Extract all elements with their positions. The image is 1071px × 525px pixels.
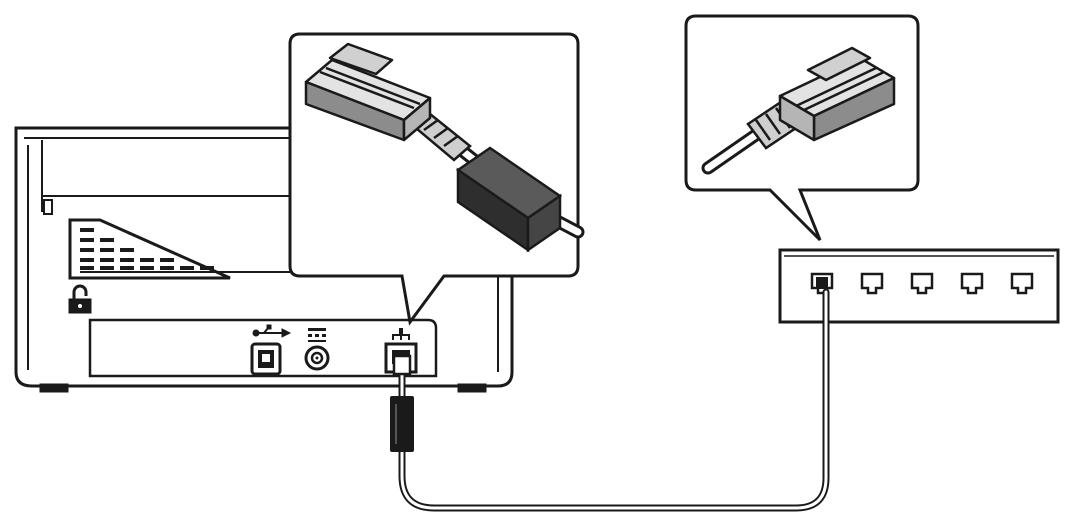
cable-ferrite-core bbox=[390, 396, 414, 452]
ferrite-core-icon bbox=[455, 146, 563, 253]
rj45-plug-icon-2 bbox=[778, 46, 896, 142]
dc-power-icon bbox=[308, 328, 326, 342]
usb-icon bbox=[252, 324, 292, 338]
scanner-foot-left bbox=[39, 383, 69, 393]
connected-plug bbox=[816, 277, 828, 289]
scanner-plug-inserted bbox=[392, 354, 412, 376]
scanner-foot-right bbox=[457, 383, 487, 393]
network-icon bbox=[392, 328, 410, 340]
usb-port[interactable] bbox=[250, 324, 292, 376]
ethernet-cable bbox=[398, 288, 830, 512]
network-switch bbox=[778, 248, 1060, 324]
switch-port-3[interactable] bbox=[910, 272, 934, 295]
scanner-plug-callout bbox=[288, 32, 585, 326]
power-port[interactable] bbox=[304, 328, 330, 371]
callout-cable-2 bbox=[701, 125, 767, 175]
lock-icon bbox=[68, 284, 92, 314]
switch-port-2[interactable] bbox=[860, 272, 884, 295]
vent-panel bbox=[68, 218, 440, 280]
rj45-plug-icon bbox=[304, 42, 432, 142]
switch-port-5[interactable] bbox=[1010, 272, 1034, 295]
switch-plug-callout bbox=[684, 14, 920, 242]
switch-port-4[interactable] bbox=[960, 272, 984, 295]
